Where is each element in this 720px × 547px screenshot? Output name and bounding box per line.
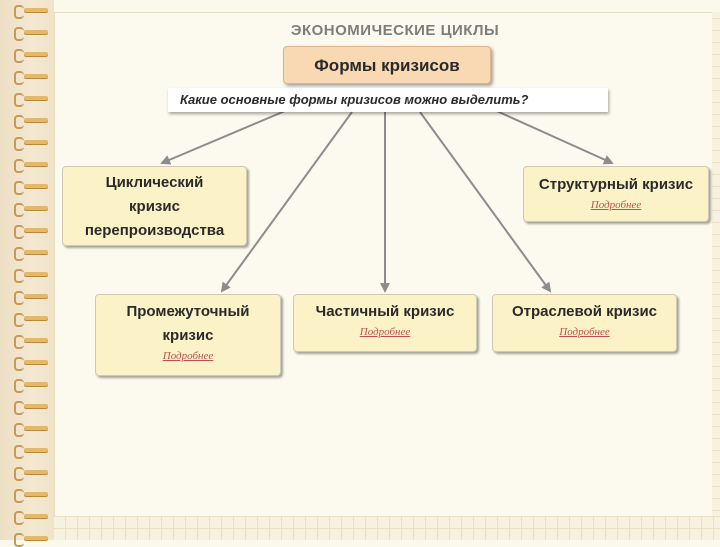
central-node: Формы кризисов <box>283 46 491 84</box>
question-banner: Какие основные формы кризисов можно выде… <box>168 88 608 112</box>
binding-ring <box>14 49 48 63</box>
node-sectoral-title: Отраслевой кризис <box>511 303 658 320</box>
binding-ring <box>14 137 48 151</box>
page-top-border <box>54 12 720 13</box>
binding-ring <box>14 203 48 217</box>
binding-ring <box>14 489 48 503</box>
node-intermediate-more-link[interactable]: Подробнее <box>162 350 214 362</box>
binding-ring <box>14 225 48 239</box>
binding-ring <box>14 423 48 437</box>
node-partial: Частичный кризис Подробнее <box>293 294 477 352</box>
grid-margin-right <box>712 12 720 522</box>
binding-ring <box>14 357 48 371</box>
binding-ring <box>14 71 48 85</box>
node-structural: Структурный кризис Подробнее <box>523 166 709 222</box>
binding-ring <box>14 93 48 107</box>
binding-ring <box>14 401 48 415</box>
arrow-to-cyclic <box>160 107 293 165</box>
binding-ring <box>14 511 48 525</box>
binding-ring <box>14 313 48 327</box>
binding-ring <box>14 27 48 41</box>
node-cyclic-title: Циклический кризис перепроизводства <box>84 174 225 239</box>
arrow-to-intermediate <box>220 111 353 293</box>
node-partial-title: Частичный кризис <box>315 303 455 320</box>
node-sectoral-more-link[interactable]: Подробнее <box>559 326 610 338</box>
arrow-to-structural <box>489 107 614 165</box>
binding-ring <box>14 159 48 173</box>
binding-ring <box>14 181 48 195</box>
binding-ring <box>14 247 48 261</box>
node-sectoral: Отраслевой кризис Подробнее <box>492 294 677 352</box>
arrow-to-sectoral <box>419 111 552 293</box>
page-title: ЭКОНОМИЧЕСКИЕ ЦИКЛЫ <box>290 22 500 39</box>
node-intermediate: Промежуточный кризис Подробнее <box>95 294 281 376</box>
node-structural-title: Структурный кризис <box>538 176 694 193</box>
grid-margin-bottom <box>54 516 720 540</box>
binding-ring <box>14 445 48 459</box>
binding-ring <box>14 467 48 481</box>
binding-ring <box>14 115 48 129</box>
node-partial-more-link[interactable]: Подробнее <box>359 326 411 338</box>
binding-ring <box>14 379 48 393</box>
node-cyclic: Циклический кризис перепроизводства <box>62 166 247 246</box>
binding-ring <box>14 335 48 349</box>
node-intermediate-title: Промежуточный кризис <box>126 303 250 344</box>
binding-ring <box>14 291 48 305</box>
binding-ring <box>14 269 48 283</box>
binding-ring <box>14 5 48 19</box>
node-structural-more-link[interactable]: Подробнее <box>590 199 642 211</box>
